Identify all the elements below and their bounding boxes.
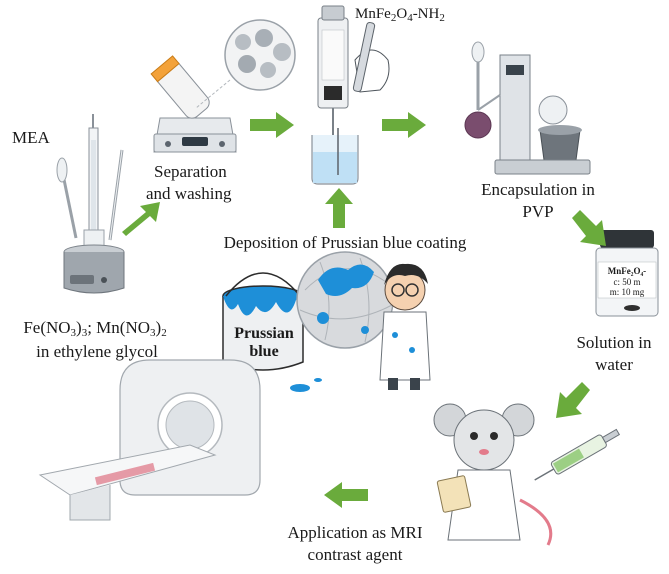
- scientist-cartoon-icon: [379, 263, 431, 390]
- encapsulation-label-line1: Encapsulation in: [481, 180, 595, 199]
- arrow-centrifuge-to-pipette: [250, 112, 294, 138]
- pipette-beaker-icon: [311, 5, 390, 185]
- nanoparticle-formula-label: MnFe2O4-NH2: [355, 6, 445, 24]
- paint-can-label-line2: blue: [249, 343, 279, 360]
- mouse-scientist-icon: [433, 403, 553, 546]
- vial-icon: [595, 230, 659, 317]
- arrow-mea-to-centrifuge: [122, 202, 160, 236]
- deposition-label: Deposition of Prussian blue coating: [223, 233, 467, 252]
- arrow-pipette-to-evaporator: [382, 112, 426, 138]
- mri-scanner-icon: [38, 359, 261, 521]
- syringe-icon: [534, 428, 621, 481]
- solution-label-line2: water: [595, 355, 633, 374]
- application-label-line2: contrast agent: [307, 545, 403, 564]
- vial-label-line1: MnFe₂O₄-: [607, 266, 647, 276]
- mea-label: MEA: [12, 128, 50, 147]
- application-label-line1: Application as MRI: [287, 523, 423, 542]
- centrifuge-icon: [150, 19, 296, 153]
- rotary-evaporator-icon: [464, 41, 591, 175]
- arrow-vial-to-mouse: [556, 382, 590, 418]
- paint-can-label-line1: Prussian: [234, 325, 294, 342]
- precursor-label: Fe(NO3)3; Mn(NO3)2: [23, 318, 167, 339]
- nanoparticle-sphere-icon: [296, 251, 394, 349]
- solvent-label: in ethylene glycol: [36, 342, 158, 361]
- reflux-apparatus-icon: [56, 114, 125, 294]
- vial-label-line2: c: 50 m: [613, 277, 641, 287]
- separation-label-line1: Separation: [154, 162, 227, 181]
- arrow-deposition-up: [325, 188, 353, 228]
- prussian-blue-can-icon: [222, 272, 322, 392]
- arrow-mouse-to-mri: [324, 482, 368, 508]
- vial-label-line3: m: 10 mg: [609, 287, 645, 297]
- solution-label-line1: Solution in: [576, 333, 652, 352]
- arrow-evaporator-to-vial: [572, 210, 606, 246]
- encapsulation-label-line2: PVP: [522, 202, 554, 221]
- separation-label-line2: and washing: [146, 184, 232, 203]
